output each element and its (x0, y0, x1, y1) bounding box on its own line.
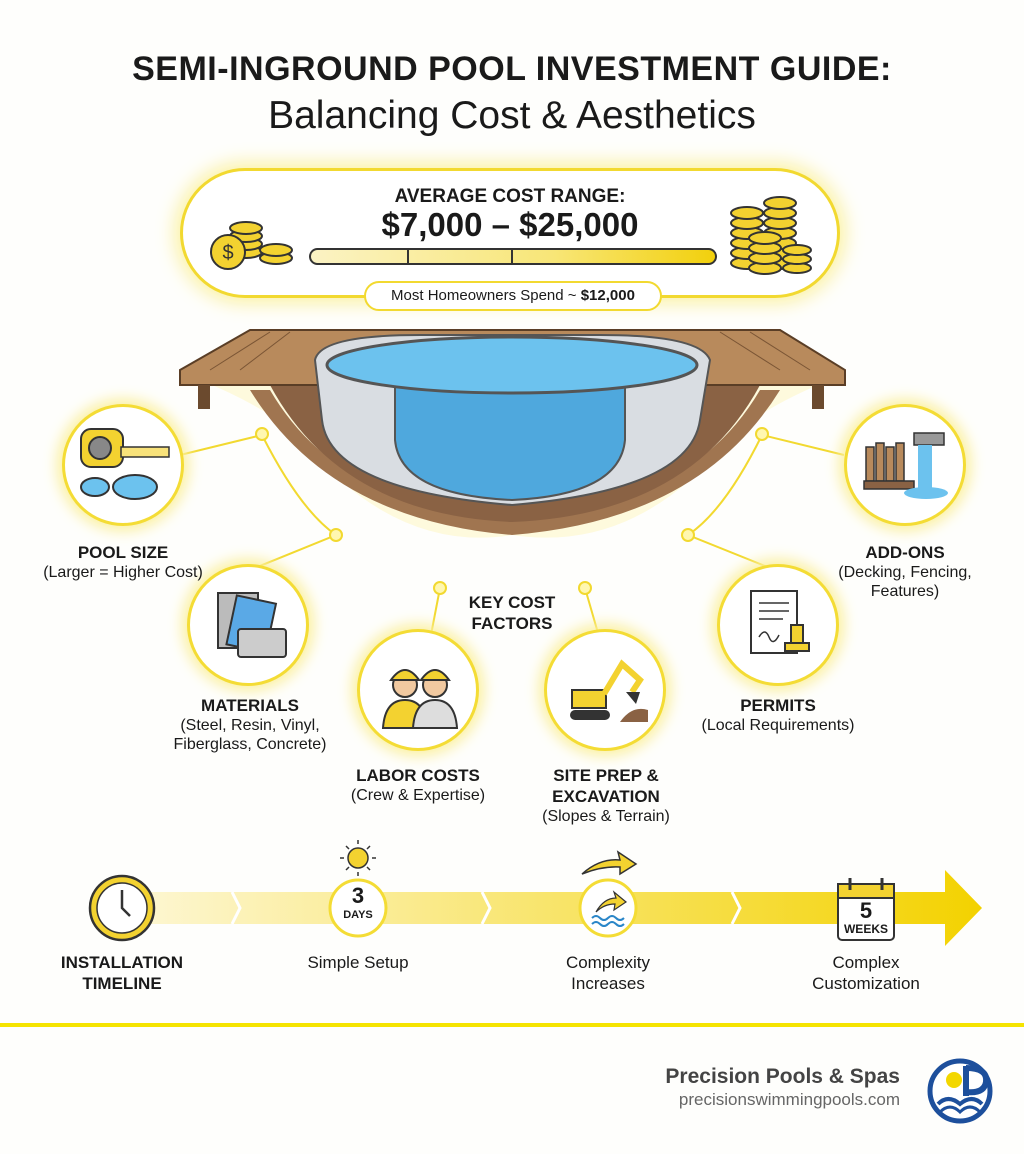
workers-icon (381, 669, 459, 729)
title-line-1: SEMI-INGROUND POOL INVESTMENT GUIDE: (132, 50, 892, 88)
wave-arrow-icon (591, 890, 628, 927)
timeline-start-label: Simple Setup (307, 953, 409, 972)
cost-range-bar (309, 248, 717, 265)
coins-small-icon: $ (210, 221, 293, 270)
factor-materials-label: MATERIALS(Steel, Resin, Vinyl, Fiberglas… (173, 696, 327, 753)
timeline-title: INSTALLATION TIMELINE (60, 953, 184, 993)
sun-icon (340, 840, 376, 876)
brand-url[interactable]: precisionswimmingpools.com (678, 1090, 900, 1109)
cost-range-value: $7,000 – $25,000 (381, 206, 639, 243)
factor-add-ons-label: ADD-ONS(Decking, Fencing, Features) (838, 543, 972, 600)
permit-document-icon (750, 590, 810, 654)
brand-logo-icon (927, 1058, 993, 1124)
factor-permits-label: PERMITS(Local Requirements) (701, 696, 855, 734)
fence-waterfall-icon (863, 432, 948, 499)
typical-spend-callout: Most Homeowners Spend ~ $12,000 (364, 281, 662, 311)
timeline-end-number: 5 (859, 898, 873, 923)
timeline-end-label: Complex Customization (812, 953, 920, 993)
svg-text:$: $ (222, 242, 233, 264)
pool-size-circle (62, 404, 184, 526)
rising-arrow-icon (581, 850, 638, 876)
factor-labor-label: LABOR COSTS(Crew & Expertise) (350, 766, 486, 804)
callout-text: Most Homeowners Spend ~ (391, 287, 581, 304)
title-line-2: Balancing Cost & Aesthetics (268, 94, 756, 137)
material-samples-icon (217, 592, 287, 658)
pool-illustration (179, 329, 846, 538)
permits-circle (717, 564, 839, 686)
callout-value: $12,000 (580, 287, 635, 304)
add-ons-circle (844, 404, 966, 526)
factor-site-prep-label: SITE PREP & EXCAVATION(Slopes & Terrain) (542, 766, 670, 825)
footer-divider (0, 1023, 1024, 1027)
factor-pool-size-label: POOL SIZE(Larger = Higher Cost) (43, 543, 203, 581)
timeline-arrow (88, 840, 982, 946)
key-cost-factors-label: KEY COST FACTORS (468, 593, 556, 633)
coins-large-icon (730, 196, 812, 275)
clock-icon (88, 874, 156, 942)
calendar-icon (837, 878, 895, 941)
timeline-start-number: 3 (351, 883, 365, 908)
tape-measure-icon (80, 428, 170, 500)
brand-name: Precision Pools & Spas (665, 1065, 900, 1088)
materials-circle (187, 564, 309, 686)
site-prep-circle (544, 629, 666, 751)
labor-costs-circle (357, 629, 479, 751)
timeline-start-unit: DAYS (343, 909, 373, 921)
excavator-icon (570, 659, 648, 722)
timeline-mid-label: Complexity Increases (565, 953, 651, 993)
factor-connectors (179, 427, 845, 641)
cost-range-label: AVERAGE COST RANGE: (394, 186, 626, 207)
timeline-end-unit: WEEKS (843, 922, 888, 936)
